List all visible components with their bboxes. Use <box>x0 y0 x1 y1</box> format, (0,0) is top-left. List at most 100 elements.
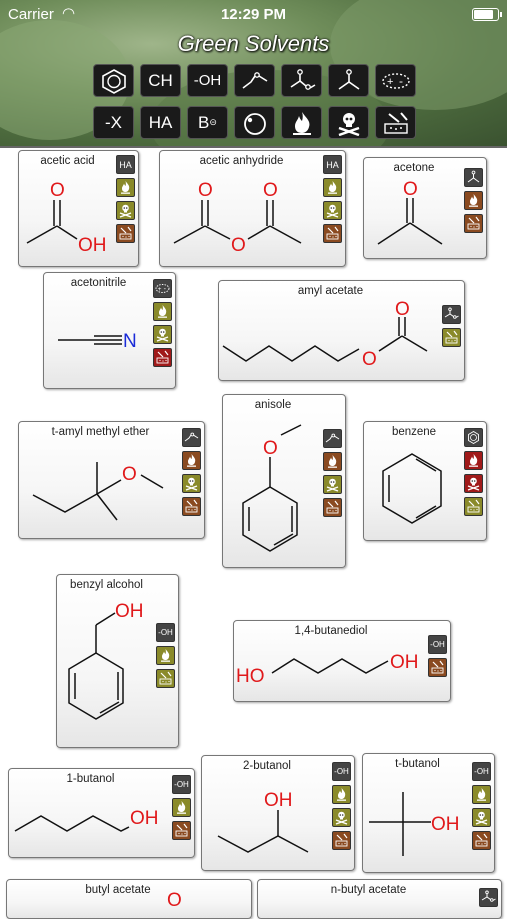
ether-icon <box>182 428 201 447</box>
oxygen-label: O <box>198 180 213 201</box>
ketone-icon[interactable] <box>328 64 369 97</box>
hydroxyl-label: OH <box>264 790 293 811</box>
acid-filter-button[interactable]: HA <box>140 106 181 139</box>
benzene-ring-icon[interactable] <box>93 64 134 97</box>
solvent-name: benzene <box>391 426 437 438</box>
oh-icon: -OH <box>428 635 447 654</box>
solvent-name: t-amyl methyl ether <box>51 426 150 438</box>
acid-icon: HA <box>323 155 342 174</box>
molecule-structure: O <box>32 462 164 521</box>
nitrogen-label: N <box>123 331 137 352</box>
ester-icon <box>479 888 498 907</box>
molecule-structure: O <box>242 424 302 552</box>
solvent-card-butyl-acetate[interactable]: butyl acetate O <box>6 879 252 919</box>
flammable-icon <box>153 302 172 321</box>
hazard-icons: HA <box>323 155 342 247</box>
molecule-structure: O <box>377 179 443 245</box>
corrosive-icon[interactable] <box>375 106 416 139</box>
molecule-structure: OH <box>369 792 460 856</box>
corrosive-icon <box>323 498 342 517</box>
solvent-card-acetic-anhydride[interactable]: acetic anhydride HA O O O <box>159 150 346 267</box>
wifi-icon: ◠ <box>62 5 76 22</box>
hydroxyl-label: HO <box>236 666 265 687</box>
hazard-icons <box>153 279 172 371</box>
oh-icon: -OH <box>472 762 491 781</box>
battery-icon <box>472 8 502 21</box>
solvent-name: n-butyl acetate <box>330 884 407 896</box>
app-title: Green Solvents <box>177 31 330 56</box>
oxygen-label: O <box>263 180 278 201</box>
molecule-structure <box>382 453 442 524</box>
solvent-name: acetonitrile <box>70 277 127 289</box>
hazard-icons <box>464 428 483 520</box>
oxygen-label: O <box>395 299 410 320</box>
oxygen-label: O <box>167 890 182 910</box>
toxic-icon <box>153 325 172 344</box>
hydroxyl-label: OH <box>431 814 460 835</box>
toxic-icon <box>323 201 342 220</box>
solvent-name: t-butanol <box>395 758 440 770</box>
solvent-card-benzyl-alcohol[interactable]: benzyl alcohol -OH OH <box>56 574 179 748</box>
oh-icon: -OH <box>332 762 351 781</box>
solvent-card-acetonitrile[interactable]: acetonitrile N <box>43 272 176 389</box>
corrosive-icon <box>153 348 172 367</box>
acid-icon: HA <box>116 155 135 174</box>
solvent-card-2-butanol[interactable]: 2-butanol -OH OH <box>201 755 355 871</box>
ester-icon <box>442 305 461 324</box>
svg-text:-: - <box>399 74 403 88</box>
oxygen-label: O <box>263 438 278 459</box>
solvent-card-benzene[interactable]: benzene <box>363 421 487 541</box>
solvent-card-acetone[interactable]: acetone O <box>363 157 487 259</box>
solvent-name: butyl acetate <box>85 884 151 896</box>
ch-filter-button[interactable]: CH <box>140 64 181 97</box>
hazard-icons: -OH <box>428 635 447 681</box>
hazard-icons <box>442 305 461 351</box>
flammable-icon <box>464 451 483 470</box>
molecule-structure: OH <box>217 790 309 853</box>
benzene-ring-icon <box>464 428 483 447</box>
molecule-structure: HO OH <box>236 652 419 687</box>
flammable-icon <box>182 451 201 470</box>
ketone-icon <box>464 168 483 187</box>
corrosive-icon <box>182 497 201 516</box>
hydroxyl-label: OH <box>130 808 159 829</box>
corrosive-icon <box>332 831 351 850</box>
ester-icon[interactable] <box>281 64 322 97</box>
solvent-card-1-butanol[interactable]: 1-butanol -OH OH <box>8 768 195 858</box>
solvent-card-t-butanol[interactable]: t-butanol -OH OH <box>362 753 495 873</box>
solvent-card-acetic-acid[interactable]: acetic acid HA O OH <box>18 150 139 267</box>
oxidizer-icon[interactable] <box>234 106 275 139</box>
oh-filter-button[interactable]: -OH <box>187 64 228 97</box>
hazard-icons: -OH <box>472 762 491 854</box>
flammable-icon <box>323 178 342 197</box>
toxic-icon <box>182 474 201 493</box>
corrosive-icon <box>116 224 135 243</box>
solvent-card-anisole[interactable]: anisole O <box>222 394 346 568</box>
oxygen-label: O <box>122 464 137 485</box>
solvent-name: 1,4-butanediol <box>294 625 368 637</box>
solvent-card-1-4-butanediol[interactable]: 1,4-butanediol -OH HO OH <box>233 620 451 702</box>
header-divider <box>0 146 507 148</box>
corrosive-icon <box>464 214 483 233</box>
molecule-structure: O OH <box>26 180 107 256</box>
oxygen-label: O <box>362 349 377 370</box>
solvent-name: 2-butanol <box>243 760 291 772</box>
solvent-card-t-amyl-methyl-ether[interactable]: t-amyl methyl ether O <box>18 421 205 539</box>
solvent-card-amyl-acetate[interactable]: amyl acetate O O <box>218 280 465 381</box>
oxygen-label: O <box>231 235 246 256</box>
flammable-icon <box>472 785 491 804</box>
molecule-structure: O <box>167 890 182 910</box>
flammable-icon <box>172 798 191 817</box>
toxic-icon <box>332 808 351 827</box>
flammable-icon[interactable] <box>281 106 322 139</box>
base-filter-button[interactable]: B⊝ <box>187 106 228 139</box>
solvent-card-n-butyl-acetate[interactable]: n-butyl acetate <box>257 879 502 919</box>
solvent-name: 1-butanol <box>66 773 115 785</box>
ether-icon[interactable] <box>234 64 275 97</box>
status-time: 12:29 PM <box>220 6 287 23</box>
svg-text:+: + <box>387 76 393 88</box>
status-bar: Carrier ◠ 12:29 PM <box>0 0 507 30</box>
polar-icon[interactable]: +- <box>375 64 416 97</box>
toxic-icon[interactable] <box>328 106 369 139</box>
halide-filter-button[interactable]: -X <box>93 106 134 139</box>
